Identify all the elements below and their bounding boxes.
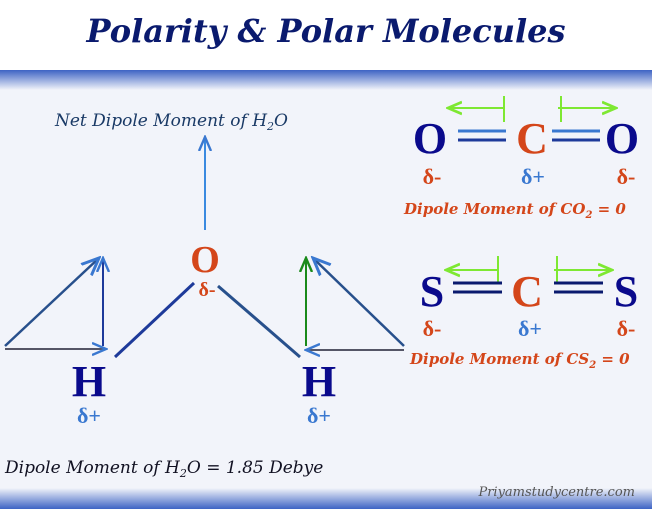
cs2-atom-c: C	[511, 267, 543, 316]
co2-charge-c: δ+	[521, 164, 545, 189]
cs2-atom-s2: S	[614, 267, 638, 316]
cs2-dipole-label: Dipole Moment of CS2 = 0	[409, 350, 630, 371]
water-dipole-moment-label: Dipole Moment of H2O = 1.85 Debye	[4, 458, 323, 480]
bond-oh-right	[217, 284, 301, 359]
net-dipole-label: Net Dipole Moment of H2O	[54, 111, 288, 133]
title-area	[0, 0, 652, 70]
cs2-charge-s1: δ-	[423, 316, 442, 341]
page-title: Polarity & Polar Molecules	[86, 12, 566, 50]
cs2-atom-s1: S	[420, 267, 444, 316]
right-vector-triangle	[306, 258, 405, 350]
co2-charge-o2: δ-	[617, 164, 636, 189]
co2-charge-o1: δ-	[423, 164, 442, 189]
water-hydrogen-right-charge: δ+	[307, 403, 331, 428]
co2-molecule: O C O δ- δ+ δ- Dipole Moment of CO2 = 0	[403, 96, 639, 221]
water-oxygen-charge: δ-	[198, 279, 215, 301]
water-hydrogen-right: H	[302, 357, 336, 406]
bottom-band	[0, 488, 652, 509]
left-vector-triangle	[4, 258, 106, 349]
co2-atom-o2: O	[605, 114, 639, 163]
water-hydrogen-left: H	[72, 357, 106, 406]
co2-atom-c: C	[516, 114, 548, 163]
co2-dipole-label: Dipole Moment of CO2 = 0	[403, 200, 626, 221]
cs2-charge-s2: δ-	[617, 316, 636, 341]
bond-oh-left	[113, 281, 196, 359]
cs2-molecule: S C S δ- δ+ δ- Dipole Moment of CS2 = 0	[409, 256, 638, 371]
cs2-charge-c: δ+	[518, 316, 542, 341]
water-oxygen: O	[190, 239, 220, 281]
water-hydrogen-left-charge: δ+	[77, 403, 101, 428]
top-band	[0, 70, 652, 90]
co2-atom-o1: O	[413, 114, 447, 163]
watermark: Priyamstudycentre.com	[477, 485, 635, 500]
